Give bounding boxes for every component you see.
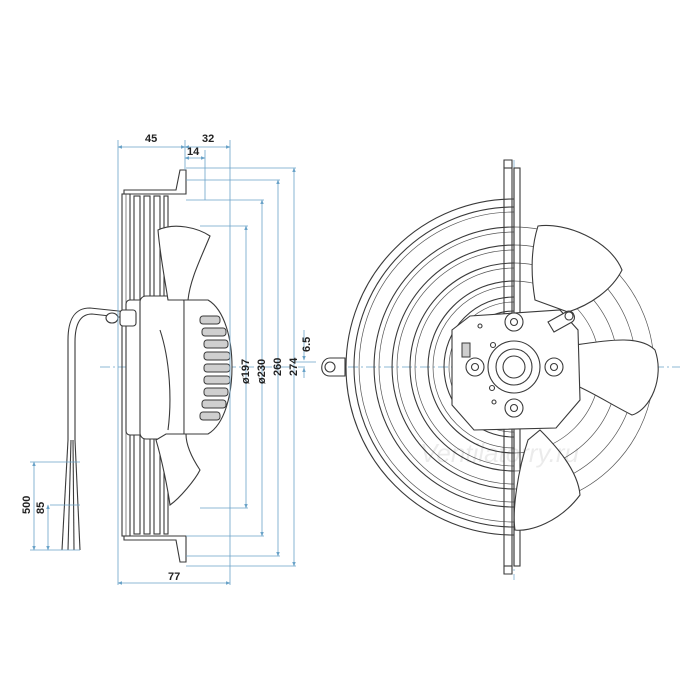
guard-ring — [409, 262, 515, 472]
side-view: 45 32 14 77 ø197 ø230 260 274 6.5 500 85 — [21, 133, 316, 585]
guard-ring-inner — [432, 285, 515, 449]
guard-ring-inner — [378, 231, 515, 503]
fan-blades-front — [513, 224, 659, 531]
watermark: Ventilatorry.ru — [420, 438, 579, 468]
dim-197-label: ø197 — [240, 359, 252, 384]
guard-ring — [353, 206, 515, 528]
dim-500-label: 500 — [21, 496, 33, 514]
dim-45-label: 45 — [145, 133, 157, 145]
mount-lug — [321, 357, 346, 377]
dim-14-label: 14 — [187, 146, 200, 158]
dim-274-label: 274 — [288, 357, 300, 376]
guard-ring — [427, 280, 515, 454]
motor-body — [125, 295, 233, 440]
dim-77-label: 77 — [168, 571, 180, 583]
side-dimensions — [30, 140, 316, 585]
hub-plate — [451, 309, 581, 431]
guard-ring — [345, 198, 515, 536]
dim-6-5-label: 6.5 — [301, 337, 313, 352]
guard-ring — [391, 244, 515, 490]
front-view: Ventilatorry.ru — [321, 159, 680, 580]
dim-85-label: 85 — [35, 502, 47, 514]
blades-side — [155, 225, 211, 506]
guard-ring-inner — [358, 211, 515, 523]
dim-230-label: ø230 — [256, 359, 268, 384]
cable — [61, 307, 137, 551]
dim-260-label: 260 — [272, 358, 284, 376]
rotor-fins — [199, 315, 231, 421]
guard-ring — [373, 226, 515, 508]
guard-ring-inner — [396, 249, 515, 485]
dim-32-label: 32 — [202, 133, 214, 145]
guard-ring-inner — [414, 267, 515, 467]
